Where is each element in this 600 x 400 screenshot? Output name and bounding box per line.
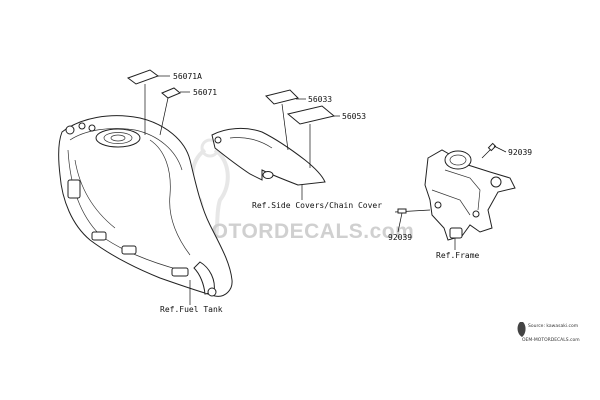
callout-92039-top: 92039 — [508, 148, 532, 157]
callout-56053: 56053 — [342, 112, 366, 121]
credit-line-1: Source: kawasaki.com — [528, 323, 578, 329]
ref-side-covers-label: Ref.Side Covers/Chain Cover — [252, 201, 382, 210]
callout-56071: 56071 — [193, 88, 217, 97]
decal-56071a — [126, 69, 170, 135]
fuel-tank-illustration — [58, 115, 233, 297]
decal-56033 — [265, 89, 306, 151]
decal-56071 — [159, 87, 190, 136]
decal-56053 — [286, 105, 340, 168]
ref-fuel-tank-label: Ref.Fuel Tank — [160, 305, 223, 314]
frame-illustration — [424, 149, 516, 241]
callout-56033: 56033 — [308, 95, 332, 104]
callout-92039-left: 92039 — [388, 233, 412, 242]
ref-frame-label: Ref.Frame — [436, 251, 480, 260]
callout-56071a: 56071A — [173, 72, 202, 81]
rivet-92039-left — [394, 208, 431, 233]
rivet-92039-top — [481, 142, 507, 159]
source-credit: Source: kawasaki.com OEM-MOTORDECALS.com — [517, 322, 580, 343]
side-cover-illustration — [211, 127, 326, 186]
credit-line-2: OEM-MOTORDECALS.com — [522, 337, 580, 343]
